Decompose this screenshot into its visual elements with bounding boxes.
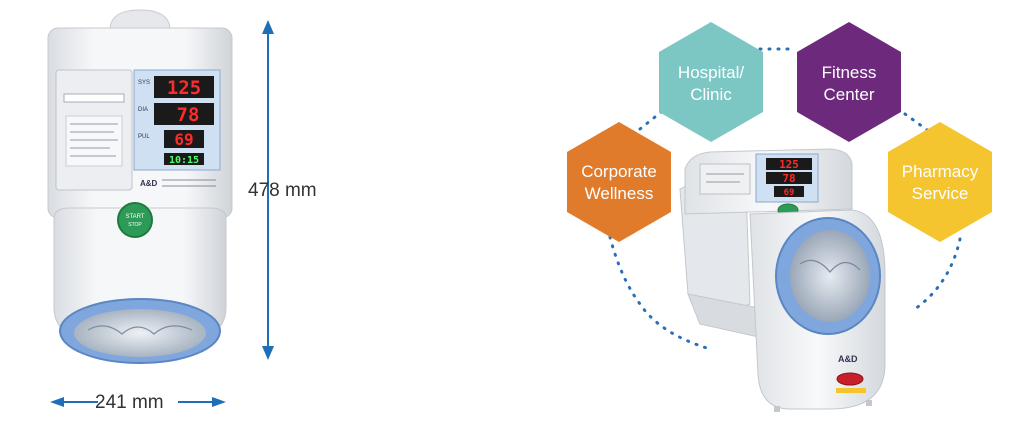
settings-diagram: Corporate Wellness Hospital/ Clinic Fitn… xyxy=(567,22,992,412)
hex-hospital-clinic: Hospital/ Clinic xyxy=(659,22,763,142)
angled-dia-value: 78 xyxy=(782,172,795,185)
hex-hospital-line2: Clinic xyxy=(690,85,732,104)
front-sys-value: 125 xyxy=(167,77,201,99)
width-dimension-arrow xyxy=(50,397,226,407)
front-dia-label: DIA xyxy=(138,107,148,113)
hex-fitness-center: Fitness Center xyxy=(797,22,901,142)
hex-fitness-line2: Center xyxy=(823,85,874,104)
device-angled-view: 125 78 69 A&D xyxy=(679,148,886,412)
hex-pharmacy-service: Pharmacy Service xyxy=(888,122,992,242)
height-dimension-arrow xyxy=(262,20,274,360)
hex-corporate-line1: Corporate xyxy=(581,162,657,181)
hex-corporate-wellness: Corporate Wellness xyxy=(567,122,671,242)
hex-pharmacy-line2: Service xyxy=(912,184,969,203)
width-dimension-label: 241 mm xyxy=(95,392,164,413)
hex-corporate-line2: Wellness xyxy=(585,184,654,203)
front-brand-logo: A&D xyxy=(140,179,158,188)
hex-pharmacy-line1: Pharmacy xyxy=(902,162,979,181)
front-start-label: START xyxy=(125,214,144,220)
front-sys-label: SYS xyxy=(138,80,150,86)
angled-sys-value: 125 xyxy=(779,158,799,171)
height-dimension-label: 478 mm xyxy=(248,180,317,201)
front-pul-label: PUL xyxy=(138,134,150,140)
front-stop-label: STOP xyxy=(128,222,142,228)
front-pul-value: 69 xyxy=(174,130,193,149)
hex-fitness-line1: Fitness xyxy=(822,63,877,82)
angled-brand-logo: A&D xyxy=(838,354,858,364)
front-dia-value: 78 xyxy=(177,104,200,126)
angled-pul-value: 69 xyxy=(784,188,795,198)
front-time-value: 10:15 xyxy=(169,155,199,166)
device-front-view: 125 78 69 10:15 SYS DIA PUL A&D START ST… xyxy=(47,9,233,364)
hex-hospital-line1: Hospital/ xyxy=(678,63,744,82)
